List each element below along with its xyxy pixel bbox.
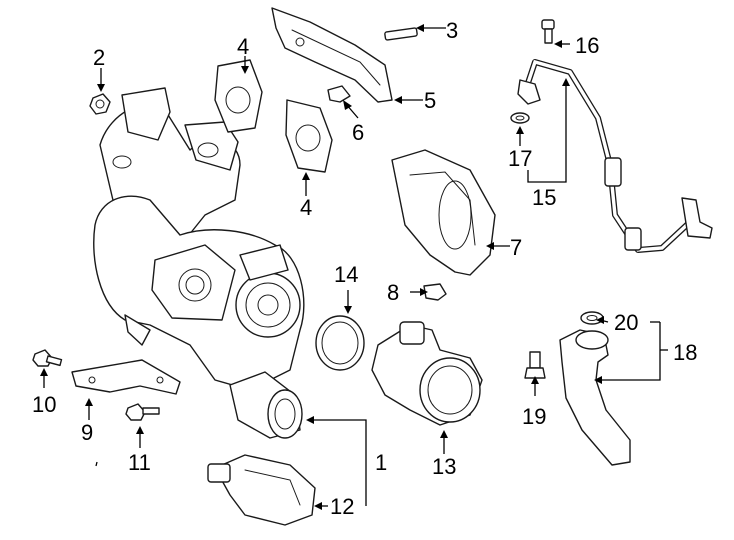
heat-shield [271, 7, 393, 103]
callout-8: 8 [387, 280, 399, 305]
callout-4a: 4 [237, 34, 249, 59]
callout-15: 15 [532, 185, 556, 210]
callout-19: 19 [522, 404, 546, 429]
coolant-pipe [559, 329, 631, 466]
bolt-10 [32, 349, 63, 367]
callout-6: 6 [352, 120, 364, 145]
nut-2 [89, 93, 111, 115]
callout-7: 7 [510, 235, 522, 260]
support-bracket [71, 359, 181, 395]
callout-18: 18 [673, 340, 697, 365]
coolant-housing [371, 321, 483, 426]
callout-10: 10 [32, 392, 56, 417]
gasket-ring [315, 315, 365, 371]
callout-20: 20 [614, 310, 638, 335]
callout-11: 11 [128, 450, 151, 475]
manifold-gaskets [214, 59, 333, 173]
callout-1: 1 [375, 450, 387, 475]
callout-16: 16 [575, 33, 599, 58]
callout-9: 9 [81, 420, 93, 445]
bolt-6 [327, 85, 351, 103]
stud [384, 27, 418, 41]
callout-12: 12 [330, 494, 354, 519]
callout-5: 5 [424, 88, 436, 113]
bolt-8 [423, 283, 447, 301]
callout-2: 2 [93, 45, 105, 70]
callout-3: 3 [446, 18, 458, 43]
bolt-16 [541, 19, 555, 44]
callout-14: 14 [334, 262, 358, 287]
washer-20 [580, 311, 604, 325]
callout-4b: 4 [300, 195, 312, 220]
bolt-11 [125, 403, 160, 421]
callout-17: 17 [508, 146, 532, 171]
callout-labels: 1 2 3 4 4 5 6 7 8 9 10 11 12 13 14 15 16… [32, 18, 697, 519]
wastegate-actuator [207, 454, 316, 526]
leader-lines [40, 24, 668, 510]
turbo-heat-shield [391, 149, 496, 276]
bolt-19 [524, 351, 546, 379]
oil-feed-line [517, 59, 713, 253]
callout-13: 13 [432, 454, 456, 479]
turbocharger-assembly [93, 87, 305, 439]
washer-17 [510, 112, 530, 124]
